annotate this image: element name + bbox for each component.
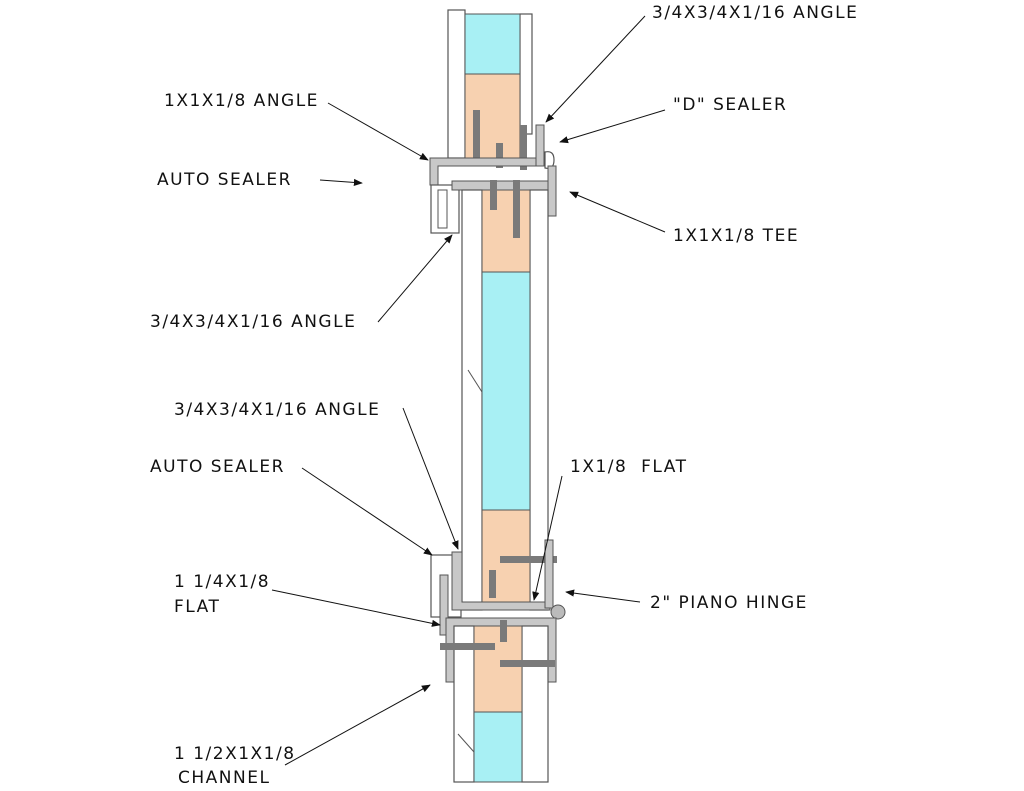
angle-3-4-top: [535, 124, 545, 167]
upper-panel: [429, 9, 555, 186]
leader-angle-top-right: [545, 15, 646, 123]
leader-d-sealer: [559, 109, 666, 144]
leader-tee: [569, 191, 666, 233]
low-frame-right-rail: [521, 625, 549, 783]
low-glass-edge: [457, 733, 475, 753]
leader-angle-left-low: [402, 407, 459, 550]
label-flat-114-line2: FLAT: [174, 597, 221, 617]
label-angle-left-low: 3/4X3/4X1/16 ANGLE: [174, 400, 381, 420]
label-auto-sealer-low: AUTO SEALER: [150, 457, 285, 477]
mid-bolt-2: [513, 180, 520, 238]
mid-bolt-3: [500, 556, 557, 563]
label-angle-1x1: 1X1X1/8 ANGLE: [164, 91, 319, 111]
label-flat-114-line1: 1 1/4X1/8: [174, 572, 271, 592]
leader-lines: [271, 15, 666, 766]
leader-angle-1x1: [327, 102, 429, 161]
label-flat-1x1: 1X1/8 FLAT: [570, 457, 688, 477]
mid-bolt-4: [489, 570, 496, 598]
leader-piano-hinge: [565, 589, 641, 603]
mid-glass: [481, 271, 531, 511]
label-piano-hinge: 2" PIANO HINGE: [650, 593, 808, 613]
low-bolt-3: [500, 620, 507, 642]
label-auto-sealer-top: AUTO SEALER: [157, 170, 292, 190]
upper-bolt-1: [473, 110, 480, 165]
leader-flat-114: [271, 589, 441, 627]
label-tee: 1X1X1/8 TEE: [673, 226, 800, 246]
leader-channel: [284, 684, 431, 766]
upper-glass: [464, 13, 521, 75]
lower-joint: [430, 539, 566, 683]
mid-wood-top: [481, 189, 531, 273]
mid-glass-edge: [467, 369, 483, 393]
leader-auto-sealer-top: [319, 178, 363, 187]
piano-hinge-knuckle: [550, 604, 566, 620]
label-d-sealer: "D" SEALER: [673, 95, 788, 115]
label-channel-line1: 1 1/2X1X1/8: [174, 744, 296, 764]
low-bolt-2: [500, 660, 555, 667]
upper-bolt-2: [496, 143, 503, 168]
label-angle-top-right: 3/4X3/4X1/16 ANGLE: [652, 3, 859, 23]
middle-panel: [461, 180, 557, 611]
tee-right-leg: [547, 165, 557, 217]
leader-auto-sealer-low: [301, 467, 433, 556]
low-bolt-1: [440, 643, 495, 650]
low-wood-block: [473, 625, 523, 713]
flat-1x1-8: [544, 539, 554, 609]
upper-frame-right-rail: [519, 13, 533, 135]
auto-sealer-top-lip: [437, 189, 448, 229]
mid-frame-left-rail: [461, 189, 483, 611]
label-angle-left-mid: 3/4X3/4X1/16 ANGLE: [150, 312, 357, 332]
low-glass: [473, 711, 523, 783]
lower-panel: [440, 620, 555, 783]
label-channel-line2: CHANNEL: [178, 768, 271, 788]
leader-flat-1x1: [532, 475, 563, 601]
mid-bolt-1: [490, 180, 497, 210]
upper-bolt-3: [520, 125, 527, 170]
flat-1-1-4: [439, 574, 449, 636]
upper-frame-left-rail: [447, 9, 466, 159]
leader-angle-left-mid: [377, 234, 453, 323]
